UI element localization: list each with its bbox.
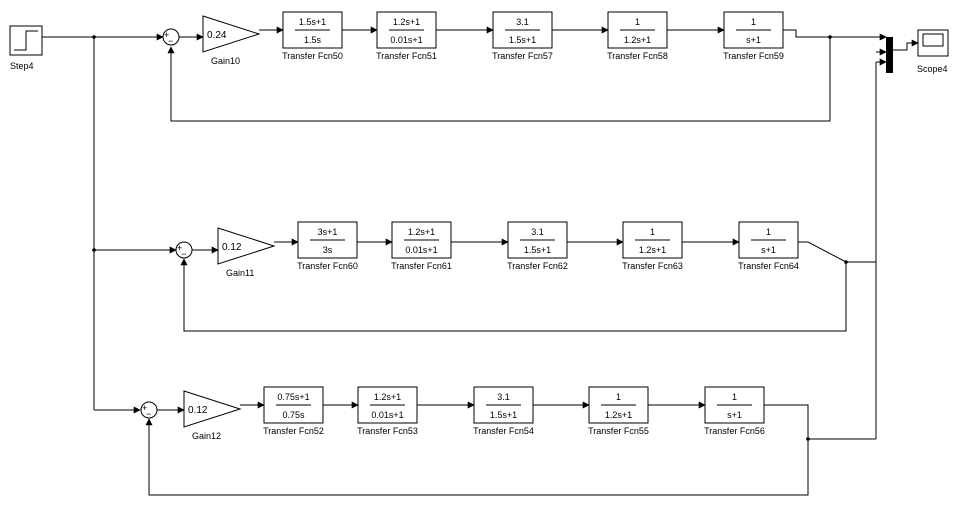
tf-numerator: 1.2s+1 [374, 392, 401, 402]
tf-denominator: s+1 [727, 410, 742, 420]
tf-numerator: 1.2s+1 [408, 227, 435, 237]
junction-dot [828, 35, 832, 39]
junction-dot [806, 437, 810, 441]
tf-denominator: 3s [323, 245, 333, 255]
tf-denominator: 1.5s+1 [524, 245, 551, 255]
tf-denominator: s+1 [746, 35, 761, 45]
signal-wires [42, 26, 919, 496]
wire-tf56-out [764, 404, 876, 440]
tf-denominator: 0.01s+1 [405, 245, 437, 255]
tf-denominator: 1.5s+1 [509, 35, 536, 45]
gain-label: Gain10 [211, 56, 240, 66]
tf-denominator: 0.75s [282, 410, 305, 420]
tf-label: Transfer Fcn64 [738, 261, 799, 271]
wire-tf59-out [783, 29, 830, 38]
tf-numerator: 1 [650, 227, 655, 237]
tf-denominator: 1.2s+1 [639, 245, 666, 255]
tf-denominator: 1.5s [304, 35, 322, 45]
gain-value: 0.24 [207, 30, 227, 41]
tf-denominator: 0.01s+1 [371, 410, 403, 420]
tf-label: Transfer Fcn59 [723, 51, 784, 61]
tf-numerator: 1 [616, 392, 621, 402]
scope-label: Scope4 [917, 64, 948, 74]
wire-mux-scope [893, 39, 919, 51]
tf-label: Transfer Fcn58 [607, 51, 668, 61]
junction-dot [844, 260, 848, 264]
tf-label: Transfer Fcn53 [357, 426, 418, 436]
tf-denominator: 1.5s+1 [490, 410, 517, 420]
tf-label: Transfer Fcn61 [391, 261, 452, 271]
tf-denominator: 1.2s+1 [624, 35, 651, 45]
gain-value: 0.12 [222, 242, 242, 253]
tf-numerator: 3.1 [497, 392, 510, 402]
tf-numerator: 1.5s+1 [299, 17, 326, 27]
wire-tf64-out [798, 241, 876, 263]
tf-label: Transfer Fcn60 [297, 261, 358, 271]
tf-numerator: 3s+1 [318, 227, 338, 237]
tf-numerator: 1 [635, 17, 640, 27]
tf-numerator: 1 [751, 17, 756, 27]
tf-numerator: 1.2s+1 [393, 17, 420, 27]
wire-feedback-2 [180, 258, 847, 332]
tf-label: Transfer Fcn55 [588, 426, 649, 436]
tf-numerator: 3.1 [531, 227, 544, 237]
tf-numerator: 0.75s+1 [277, 392, 309, 402]
tf-denominator: 0.01s+1 [390, 35, 422, 45]
step-label: Step4 [10, 61, 34, 71]
tf-label: Transfer Fcn57 [492, 51, 553, 61]
sum-block[interactable]: +− [175, 241, 193, 259]
gain-label: Gain11 [226, 268, 254, 278]
sum-block[interactable]: +− [140, 401, 158, 419]
tf-denominator: s+1 [761, 245, 776, 255]
tf-numerator: 1 [732, 392, 737, 402]
wire-feedback-1 [167, 37, 831, 122]
tf-numerator: 3.1 [516, 17, 529, 27]
tf-label: Transfer Fcn52 [263, 426, 324, 436]
step-block[interactable]: Step4 [9, 25, 43, 71]
tf-label: Transfer Fcn51 [376, 51, 437, 61]
tf-label: Transfer Fcn56 [704, 426, 765, 436]
sum-sign-plus: + [177, 243, 182, 253]
wire-feedback-3 [145, 418, 809, 496]
gain-value: 0.12 [188, 405, 208, 416]
mux-block[interactable] [886, 37, 893, 73]
tf-numerator: 1 [766, 227, 771, 237]
scope-block[interactable]: Scope4 [917, 29, 949, 74]
sum-sign-plus: + [164, 30, 169, 40]
tf-label: Transfer Fcn54 [473, 426, 534, 436]
gain-label: Gain12 [192, 431, 221, 441]
sum-block[interactable]: +− [162, 28, 180, 46]
tf-denominator: 1.2s+1 [605, 410, 632, 420]
sum-sign-plus: + [142, 403, 147, 413]
sum-sign-minus: − [146, 409, 151, 419]
sum-sign-minus: − [181, 249, 186, 259]
tf-label: Transfer Fcn50 [282, 51, 343, 61]
tf-label: Transfer Fcn62 [507, 261, 568, 271]
sum-sign-minus: − [168, 36, 173, 46]
tf-label: Transfer Fcn63 [622, 261, 683, 271]
